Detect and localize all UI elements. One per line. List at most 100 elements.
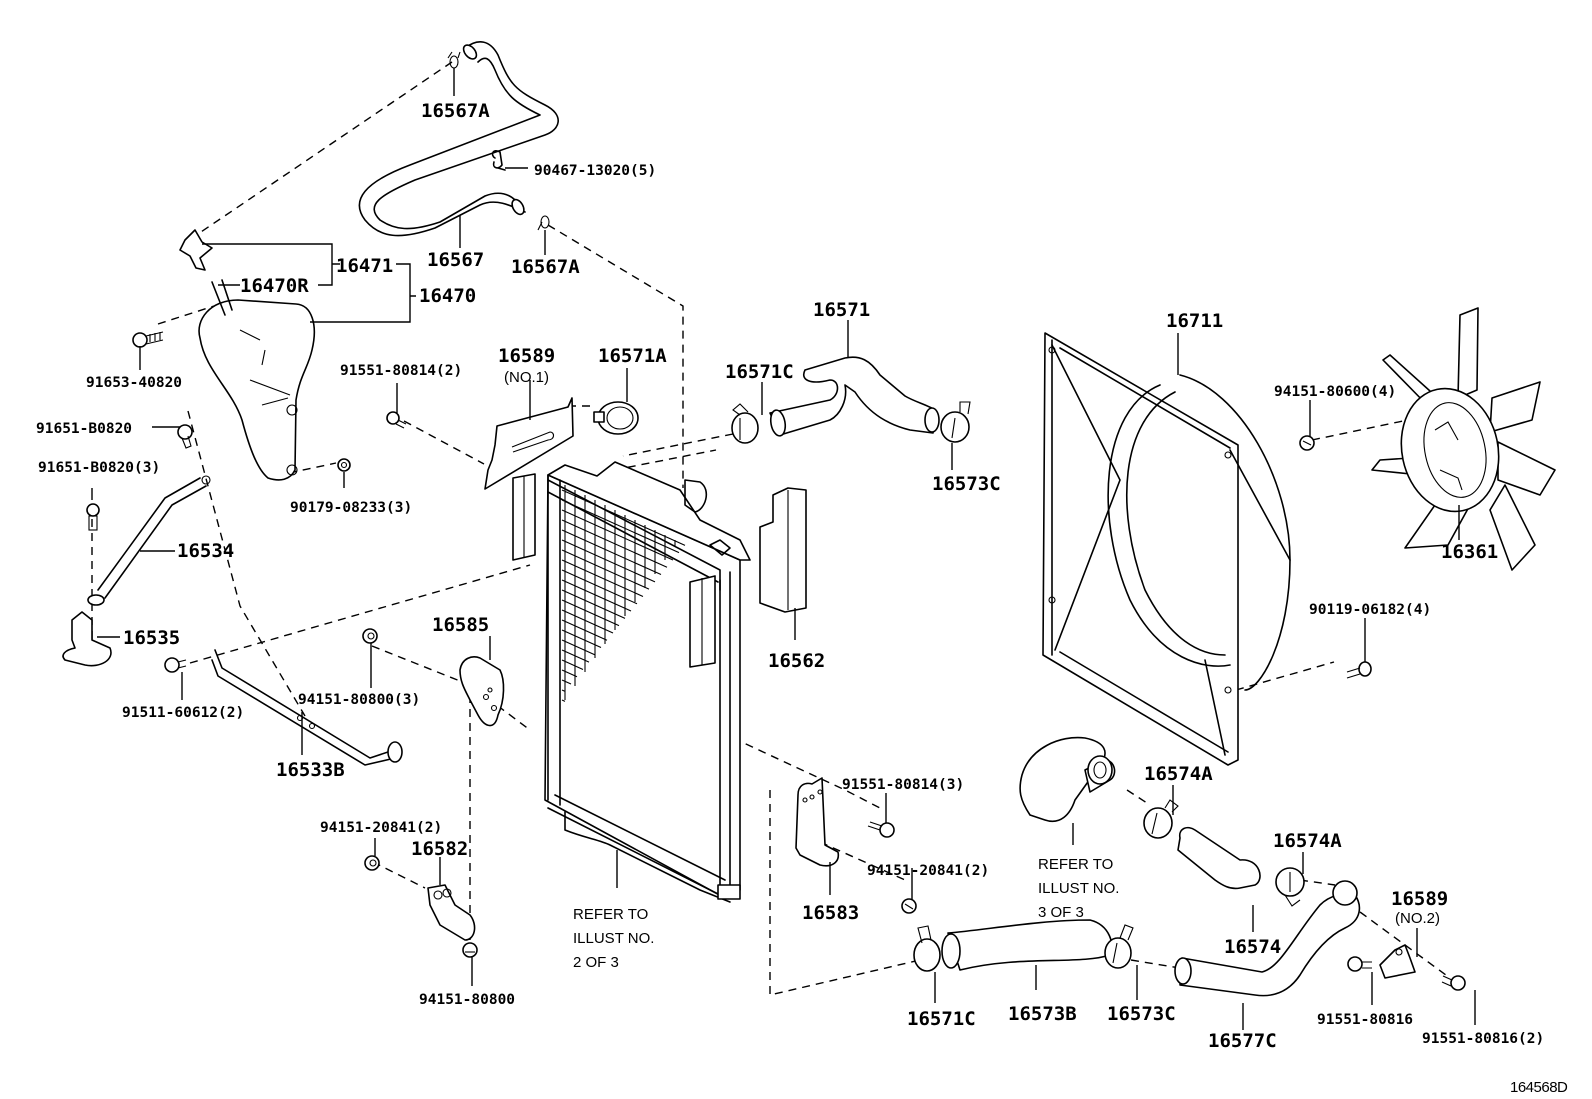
clamp-90467-13020[interactable] bbox=[491, 150, 506, 171]
label-90179-08233[interactable]: 90179-08233(3) bbox=[290, 500, 412, 516]
label-16534[interactable]: 16534 bbox=[177, 540, 234, 562]
hose-clamp-16571C-bottom[interactable] bbox=[913, 925, 941, 972]
label-91653-40820[interactable]: 91653-40820 bbox=[86, 375, 182, 391]
hose-16573B[interactable] bbox=[941, 919, 1113, 971]
label-16535[interactable]: 16535 bbox=[123, 627, 180, 649]
radiator-side-seal-right[interactable] bbox=[689, 575, 716, 668]
nut-90179-08233[interactable] bbox=[337, 458, 351, 472]
nut-94151-80600[interactable] bbox=[1299, 435, 1315, 451]
label-94151-80600[interactable]: 94151-80600(4) bbox=[1274, 384, 1396, 400]
label-91511-60612[interactable]: 91511-60612(2) bbox=[122, 705, 244, 721]
label-16583[interactable]: 16583 bbox=[802, 902, 859, 924]
label-91551-80814-2[interactable]: 91551-80814(2) bbox=[340, 363, 462, 379]
bolt-91653-40820[interactable] bbox=[132, 331, 164, 348]
refer-note-line: REFER TO bbox=[573, 906, 648, 923]
bolt-91551-80814-3[interactable] bbox=[867, 821, 895, 838]
label-16571C-top[interactable]: 16571C bbox=[725, 361, 794, 383]
label-94151-80800-3[interactable]: 94151-80800(3) bbox=[298, 692, 420, 708]
water-inlet-housing bbox=[1019, 736, 1116, 822]
radiator-core-fins bbox=[561, 485, 686, 702]
label-16577C[interactable]: 16577C bbox=[1208, 1030, 1277, 1052]
nut-94151-80800[interactable] bbox=[462, 942, 478, 958]
bolt-91511-60612[interactable] bbox=[164, 657, 187, 673]
label-16582[interactable]: 16582 bbox=[411, 838, 468, 860]
bracket-16582[interactable] bbox=[427, 884, 476, 941]
fan-blade-16361[interactable] bbox=[1371, 307, 1556, 571]
bolt-91551-80816-2[interactable] bbox=[1441, 975, 1466, 991]
support-rod-16533B[interactable] bbox=[211, 649, 403, 766]
figure-number: 164568D bbox=[1510, 1079, 1568, 1096]
label-94151-20841-right[interactable]: 94151-20841(2) bbox=[867, 863, 989, 879]
label-16574A-mid[interactable]: 16574A bbox=[1273, 830, 1342, 852]
label-90467-13020[interactable]: 90467-13020(5) bbox=[534, 163, 656, 179]
label-16573C-top[interactable]: 16573C bbox=[932, 473, 1001, 495]
fan-shroud-16711[interactable] bbox=[1042, 332, 1291, 766]
label-16571[interactable]: 16571 bbox=[813, 299, 870, 321]
label-16574A-top[interactable]: 16574A bbox=[1144, 763, 1213, 785]
label-16361[interactable]: 16361 bbox=[1441, 541, 1498, 563]
upper-hose-16571[interactable] bbox=[769, 356, 940, 437]
overflow-hose-16567[interactable] bbox=[358, 41, 559, 237]
refer-note-3-of-3[interactable]: REFER TO ILLUST NO. 3 OF 3 bbox=[1038, 856, 1119, 921]
label-16567A-bottom[interactable]: 16567A bbox=[511, 256, 580, 278]
radiator-side-seal-left[interactable] bbox=[512, 473, 536, 561]
bolt-90119-06182[interactable] bbox=[1346, 661, 1372, 679]
hose-clamp-16573C-bottom[interactable] bbox=[1104, 924, 1134, 969]
label-16571A[interactable]: 16571A bbox=[598, 345, 667, 367]
hose-clamp-16573C-top[interactable] bbox=[940, 401, 971, 443]
bracket-16589-no1[interactable] bbox=[484, 397, 574, 490]
label-91551-80814-3[interactable]: 91551-80814(3) bbox=[842, 777, 964, 793]
label-16533B[interactable]: 16533B bbox=[276, 759, 345, 781]
label-16567A-top[interactable]: 16567A bbox=[421, 100, 490, 122]
part-labels: 16567A 90467-13020(5) 16567 16567A 16471… bbox=[36, 100, 1544, 1052]
label-90119-06182[interactable]: 90119-06182(4) bbox=[1309, 602, 1431, 618]
filler-neck-16571A[interactable] bbox=[593, 401, 639, 435]
label-16470R[interactable]: 16470R bbox=[240, 275, 309, 297]
hose-clip-16567A-top[interactable] bbox=[447, 51, 461, 69]
label-16470[interactable]: 16470 bbox=[419, 285, 476, 307]
radiator-reservoir-tank-16470[interactable] bbox=[198, 279, 316, 481]
label-16574[interactable]: 16574 bbox=[1224, 936, 1281, 958]
label-91551-80816-2[interactable]: 91551-80816(2) bbox=[1422, 1031, 1544, 1047]
hose-clamp-16574A-mid[interactable] bbox=[1275, 867, 1305, 907]
label-16573C-bottom[interactable]: 16573C bbox=[1107, 1003, 1176, 1025]
label-16567[interactable]: 16567 bbox=[427, 249, 484, 271]
label-94151-80800[interactable]: 94151-80800 bbox=[419, 992, 515, 1008]
label-16573B[interactable]: 16573B bbox=[1008, 1003, 1077, 1025]
bolt-91551-80814-2[interactable] bbox=[386, 411, 407, 429]
bracket-16589-no2[interactable] bbox=[1379, 944, 1416, 979]
label-16589-no1[interactable]: 16589 bbox=[498, 345, 555, 367]
label-94151-20841-left[interactable]: 94151-20841(2) bbox=[320, 820, 442, 836]
label-16471[interactable]: 16471 bbox=[336, 255, 393, 277]
hose-clip-16567A-bottom[interactable] bbox=[537, 215, 550, 231]
bolt-91651-B0820-a[interactable] bbox=[177, 424, 193, 449]
label-91651-B0820[interactable]: 91651-B0820 bbox=[36, 421, 132, 437]
bolt-91651-B0820-b[interactable] bbox=[86, 503, 100, 531]
hose-clamp-16571C-top[interactable] bbox=[731, 403, 759, 444]
refer-note-line: ILLUST NO. bbox=[573, 930, 654, 947]
refer-note-2-of-3[interactable]: REFER TO ILLUST NO. 2 OF 3 bbox=[573, 906, 654, 971]
label-16562[interactable]: 16562 bbox=[768, 650, 825, 672]
water-pipe-16577C[interactable] bbox=[1174, 880, 1361, 997]
seal-16562[interactable] bbox=[759, 487, 807, 613]
label-16589-no2[interactable]: 16589 bbox=[1391, 888, 1448, 910]
support-rod-16534[interactable] bbox=[87, 475, 211, 606]
bracket-16535[interactable] bbox=[62, 611, 112, 667]
bolt-91551-80816[interactable] bbox=[1347, 956, 1372, 972]
label-16589-no1-sub: (NO.1) bbox=[504, 369, 549, 386]
radiator-core[interactable] bbox=[544, 461, 751, 903]
nut-94151-20841-right[interactable] bbox=[901, 898, 917, 914]
nut-94151-80800-3[interactable] bbox=[362, 628, 378, 644]
nut-94151-20841-left[interactable] bbox=[364, 855, 380, 871]
label-16711[interactable]: 16711 bbox=[1166, 310, 1223, 332]
reservoir-cap-16470R[interactable] bbox=[179, 229, 213, 271]
bracket-16585[interactable] bbox=[459, 656, 505, 727]
label-91651-B0820-3[interactable]: 91651-B0820(3) bbox=[38, 460, 160, 476]
label-91551-80816[interactable]: 91551-80816 bbox=[1317, 1012, 1413, 1028]
hose-clamp-16574A-top[interactable] bbox=[1143, 799, 1179, 839]
bracket-16583[interactable] bbox=[795, 777, 840, 867]
label-16571C-bottom[interactable]: 16571C bbox=[907, 1008, 976, 1030]
lower-hose-16574[interactable] bbox=[1177, 826, 1261, 890]
label-16585[interactable]: 16585 bbox=[432, 614, 489, 636]
